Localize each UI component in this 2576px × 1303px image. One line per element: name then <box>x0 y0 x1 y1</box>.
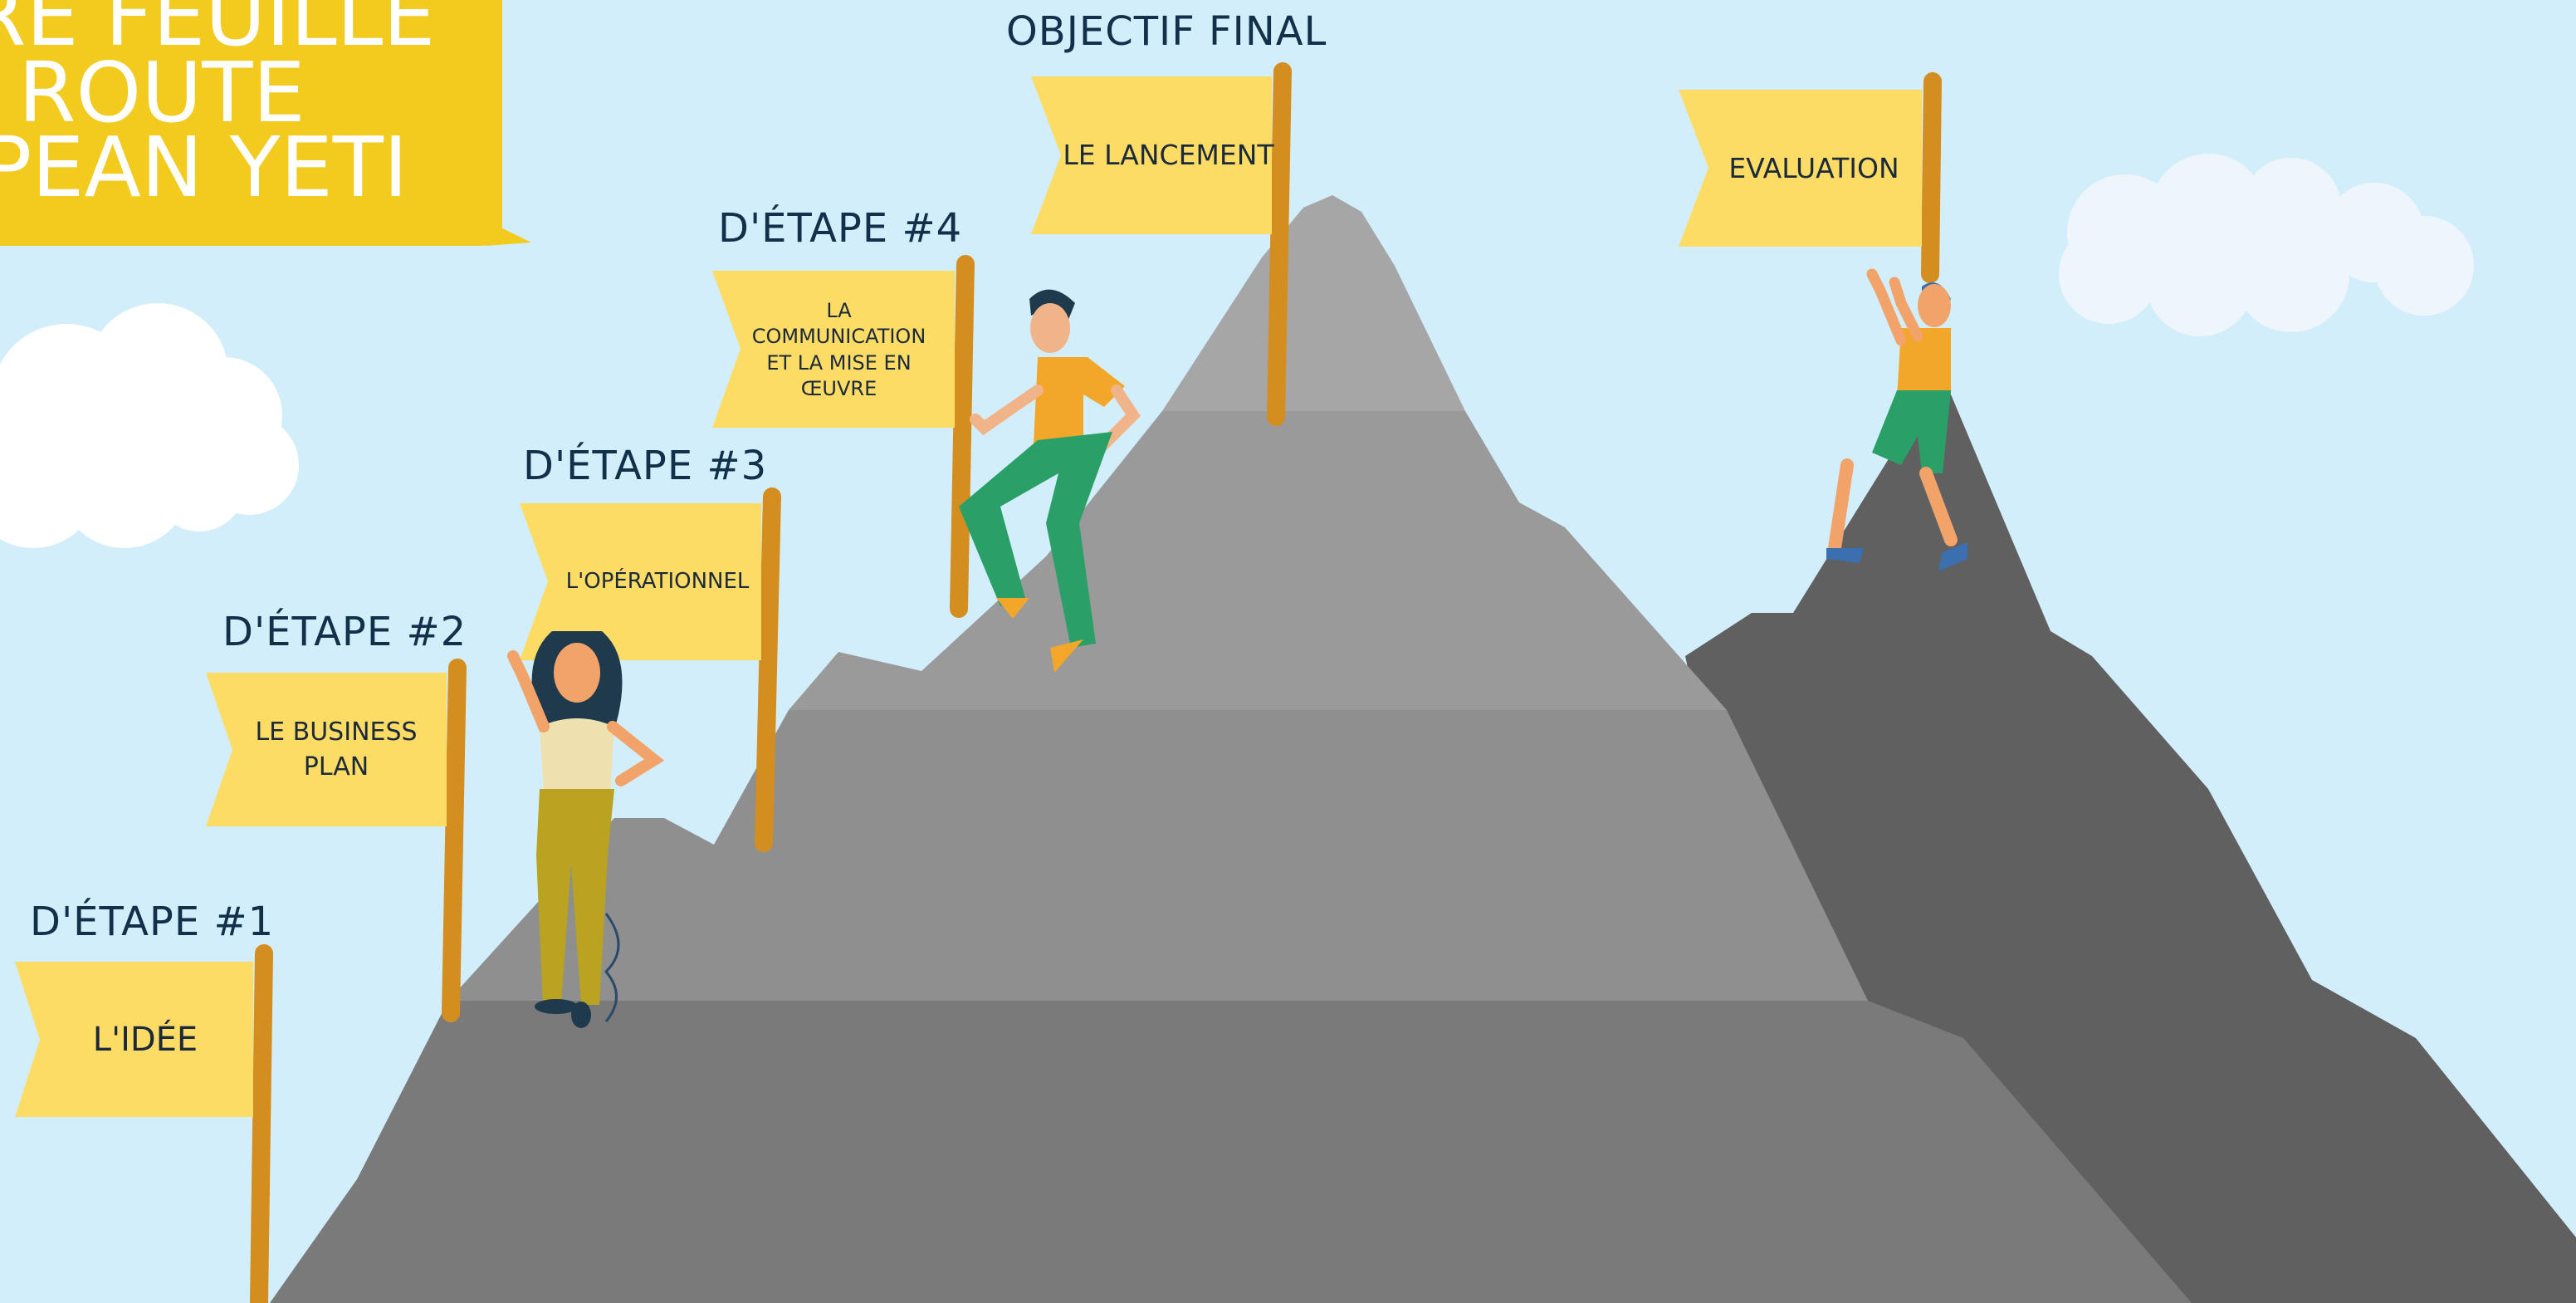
mountain-main-band3 <box>789 411 1727 710</box>
title-line-1: RE FEUILLE <box>0 0 436 65</box>
milestone-3-heading: D'ÉTAPE #3 <box>523 443 768 489</box>
pole-3 <box>755 487 781 852</box>
flag-5-label: LE LANCEMENT <box>1063 139 1274 172</box>
flag-3 <box>520 503 761 660</box>
man-sitting-figure <box>959 289 1141 673</box>
milestone-2-heading: D'ÉTAPE #2 <box>222 609 467 655</box>
flag-poles <box>250 62 1942 1303</box>
mountain-main-band2 <box>448 710 1868 1001</box>
flag-4 <box>712 271 955 428</box>
flag-2-label: LE BUSINESS PLAN <box>255 717 418 781</box>
pole-6 <box>1921 72 1942 283</box>
title-line-2: ROUTE <box>18 44 306 141</box>
flag-6 <box>1679 90 1922 247</box>
milestone-1-heading: D'ÉTAPE #1 <box>30 899 275 945</box>
man-climbing-figure <box>1826 268 1967 571</box>
flag-6-label: EVALUATION <box>1728 151 1899 184</box>
mountain-main-base <box>270 1001 2192 1303</box>
final-goal-heading: OBJECTIF FINAL <box>1006 8 1327 55</box>
flag-1-label: L'IDÉE <box>92 1020 198 1059</box>
cloud-left <box>0 303 299 548</box>
flag-2 <box>206 673 447 826</box>
flag-4-label: LA COMMUNICATION ET LA MISE EN ŒUVRE <box>751 299 926 400</box>
pole-2 <box>442 659 467 1022</box>
flag-3-label: L'OPÉRATIONNEL <box>565 569 750 595</box>
title-line-3: PEAN YETI <box>0 119 408 216</box>
mountain-main-peak <box>1162 195 1465 411</box>
woman-figure <box>507 631 665 1028</box>
flags <box>15 76 1922 1117</box>
flag-5 <box>1031 76 1272 234</box>
flag-1 <box>15 962 253 1117</box>
cloud-right <box>2059 154 2474 336</box>
pole-1 <box>250 944 273 1303</box>
milestone-4-heading: D'ÉTAPE #4 <box>718 205 963 252</box>
title-box: RE FEUILLE ROUTE PEAN YETI <box>0 0 502 246</box>
pole-4 <box>950 255 975 618</box>
pole-5 <box>1267 62 1292 426</box>
